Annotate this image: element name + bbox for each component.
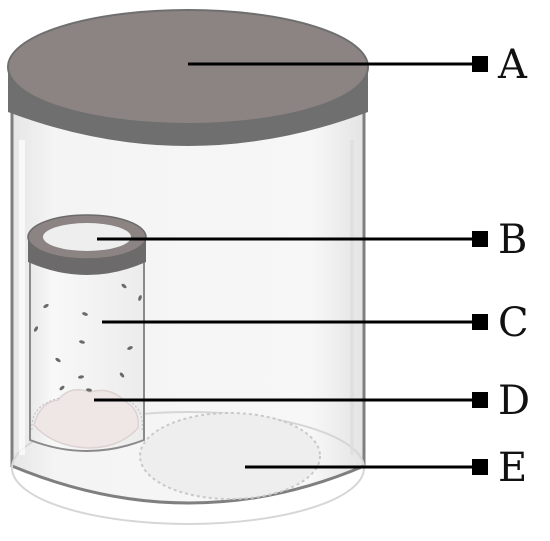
flies — [33, 283, 142, 392]
fly — [59, 385, 65, 391]
fly — [127, 346, 133, 350]
fly — [79, 340, 85, 344]
callout-markers — [472, 56, 488, 475]
fly — [82, 312, 88, 316]
callout-marker-b — [472, 231, 488, 247]
vial-lid-inner — [43, 223, 131, 251]
fly — [78, 375, 84, 379]
label-a: A — [497, 42, 528, 88]
callout-marker-c — [472, 314, 488, 330]
vial — [27, 214, 147, 452]
fly — [33, 326, 39, 332]
callout-marker-e — [472, 459, 488, 475]
fly — [119, 372, 125, 378]
jar-lid — [7, 9, 369, 146]
callout-marker-a — [472, 56, 488, 72]
label-b: B — [498, 217, 527, 263]
label-d: D — [498, 378, 530, 424]
fly — [121, 283, 127, 289]
label-c: C — [498, 300, 529, 346]
fly — [43, 303, 49, 309]
cotton-plug — [33, 389, 139, 449]
jar-lid-top — [7, 9, 369, 125]
label-e: E — [498, 445, 527, 491]
callout-marker-d — [472, 392, 488, 408]
fly — [138, 295, 142, 301]
fly — [55, 357, 61, 363]
fly — [86, 388, 92, 392]
filter-paper — [139, 412, 321, 500]
callouts — [94, 62, 472, 469]
